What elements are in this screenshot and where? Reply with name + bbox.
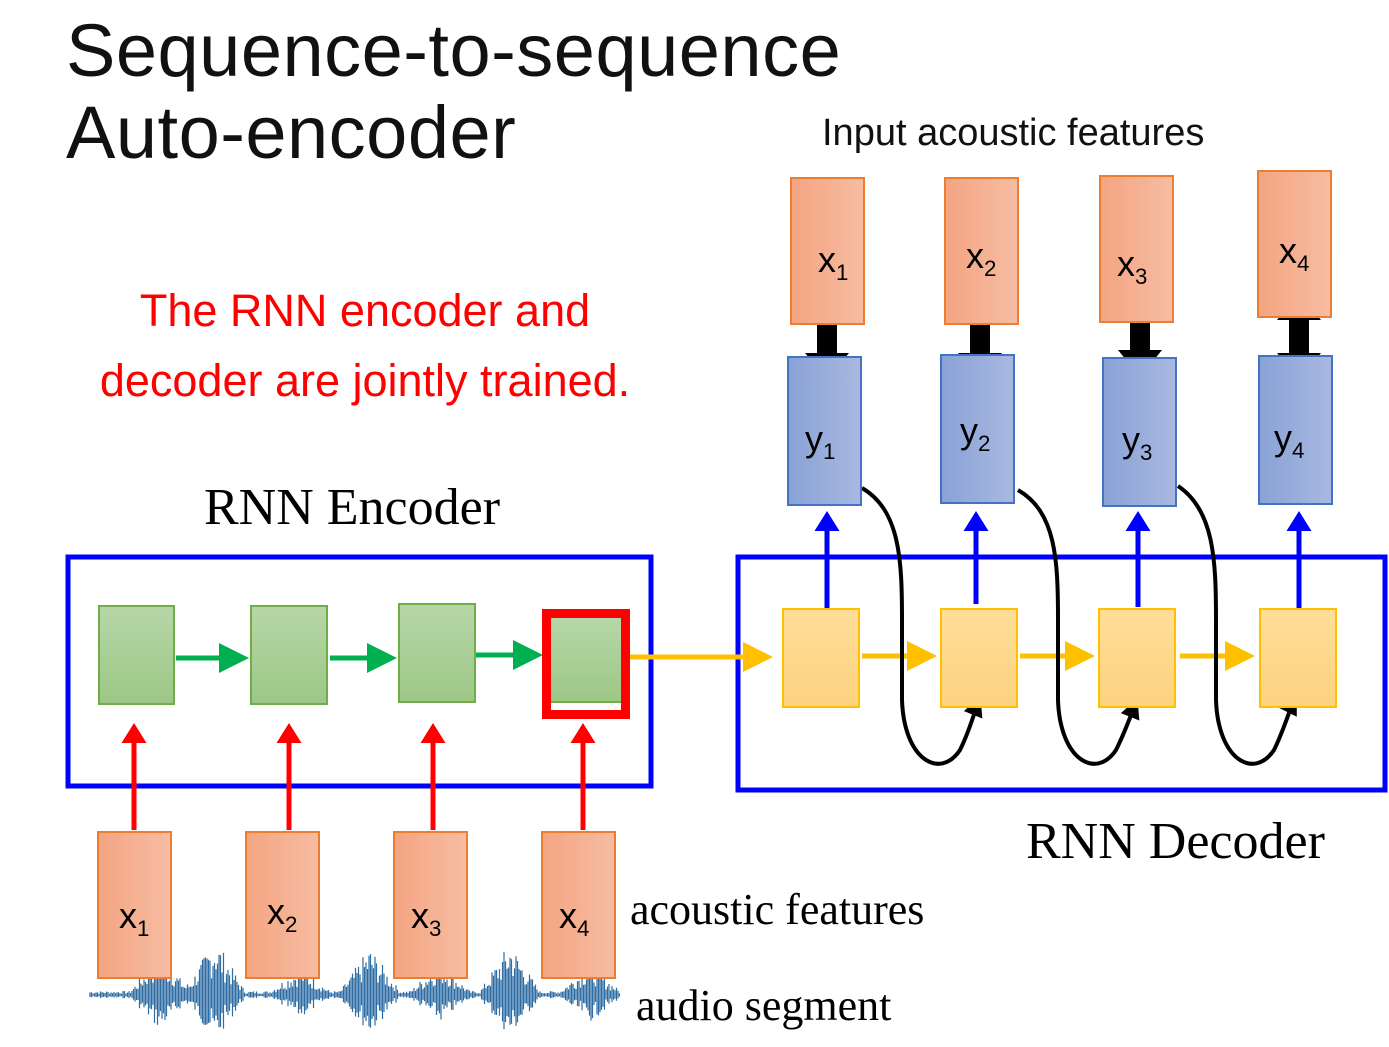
target-x-label-4: x4 xyxy=(1279,230,1310,276)
encoder-cell-4 xyxy=(551,618,621,703)
input-x-box-3: x3 xyxy=(393,831,468,979)
input-x-box-4: x4 xyxy=(541,831,616,979)
audio-segment-label: audio segment xyxy=(636,981,892,1030)
input-x-label-4: x4 xyxy=(559,895,590,941)
decoder-cell-3 xyxy=(1098,608,1176,708)
input-x-label-2: x2 xyxy=(267,891,298,937)
target-x-label-1: x1 xyxy=(818,239,849,285)
decoder-frame xyxy=(735,554,1388,793)
decoder-cell-4 xyxy=(1259,608,1337,708)
audio-waveform xyxy=(89,952,621,1030)
slide-title: Sequence-to-sequence Auto-encoder xyxy=(66,10,841,174)
target-x-label-3: x3 xyxy=(1117,243,1148,289)
input-x-label-3: x3 xyxy=(411,895,442,941)
feedback-arrow-2 xyxy=(1016,488,1140,766)
encoder-cell-3 xyxy=(398,603,476,703)
input-x-label-1: x1 xyxy=(119,895,150,941)
waveform-trace xyxy=(89,952,621,1030)
output-y-box-3: y3 xyxy=(1102,357,1177,507)
input-acoustic-features-label: Input acoustic features xyxy=(822,112,1205,154)
title-line-2: Auto-encoder xyxy=(66,91,517,174)
output-y-label-2: y2 xyxy=(960,410,991,456)
output-y-label-3: y3 xyxy=(1122,419,1153,465)
input-x-box-1: x1 xyxy=(97,831,172,979)
encoder-cell-1 xyxy=(98,605,175,705)
decoder-cell-2 xyxy=(940,608,1018,708)
feedback-arrow-1 xyxy=(860,486,983,766)
output-y-box-2: y2 xyxy=(940,354,1015,504)
output-y-label-4: y4 xyxy=(1274,417,1305,463)
note-line-2: decoder are jointly trained. xyxy=(99,355,631,406)
rnn-decoder-label: RNN Decoder xyxy=(1026,813,1325,870)
target-x-box-3: x3 xyxy=(1099,175,1174,323)
note-line-1: The RNN encoder and xyxy=(139,285,591,336)
target-x-label-2: x2 xyxy=(966,235,997,281)
final-encoder-state-highlight xyxy=(542,609,630,719)
encoder-frame xyxy=(65,554,654,789)
output-y-box-4: y4 xyxy=(1258,355,1333,505)
feedback-arrow-3 xyxy=(1176,484,1297,766)
acoustic-features-label: acoustic features xyxy=(630,885,925,934)
input-x-box-2: x2 xyxy=(245,831,320,979)
title-line-1: Sequence-to-sequence xyxy=(66,9,842,92)
target-x-box-1: x1 xyxy=(790,177,865,325)
joint-training-note: The RNN encoder and decoder are jointly … xyxy=(30,276,700,416)
decoder-cell-1 xyxy=(782,608,860,708)
encoder-cell-2 xyxy=(250,605,328,705)
target-x-box-2: x2 xyxy=(944,177,1019,325)
output-y-label-1: y1 xyxy=(805,418,836,464)
rnn-encoder-label: RNN Encoder xyxy=(204,479,501,536)
target-x-box-4: x4 xyxy=(1257,170,1332,318)
reconstruction-arrows xyxy=(805,290,1321,380)
output-y-box-1: y1 xyxy=(787,356,862,506)
